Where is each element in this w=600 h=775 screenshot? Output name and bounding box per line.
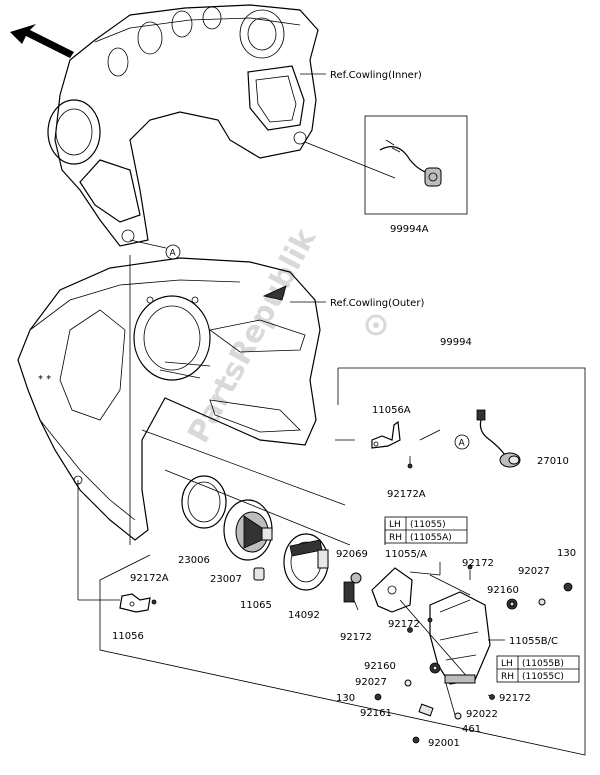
label-92172-b: 92172 (340, 632, 372, 643)
bracket-11055BC (429, 591, 491, 685)
label-92160-b: 92160 (364, 661, 396, 672)
label-130-b: 130 (336, 693, 355, 704)
label-11056A: 11056A (372, 405, 411, 416)
bracket-11055A (371, 567, 413, 613)
outer-cowling (17, 257, 321, 541)
grommet-11065 (253, 567, 265, 581)
side-table-bottom-lh-val: (11055B) (522, 659, 564, 669)
bulb-92069 (343, 572, 362, 611)
label-461: 461 (462, 724, 481, 735)
side-table-top-lh-val: (11055) (410, 520, 446, 530)
callout-a-lower-text: A (459, 439, 466, 449)
label-92022: 92022 (466, 709, 498, 720)
side-table-bottom-rh-val: (11055C) (522, 672, 564, 682)
side-table-top-lh-key: LH (389, 520, 401, 530)
rim-23006 (181, 475, 227, 529)
gear-watermark-icon (365, 314, 387, 336)
label-92027-b: 92027 (355, 677, 387, 688)
harness-99994A (379, 139, 442, 187)
bracket-11056 (119, 593, 157, 613)
side-table-top: LH (11055) RH (11055A) (384, 516, 468, 544)
label-ref-cowling-inner: Ref.Cowling(Inner) (330, 70, 422, 81)
callout-a-lower: A (454, 434, 470, 450)
socket-27010 (476, 409, 521, 468)
label-92172-d: 92172 (499, 693, 531, 704)
label-14092: 14092 (288, 610, 320, 621)
leader-lines (77, 73, 586, 756)
side-table-bottom-lh-key: LH (501, 659, 513, 669)
label-92160-a: 92160 (487, 585, 519, 596)
label-92069: 92069 (336, 549, 368, 560)
inner-cowling (47, 4, 319, 247)
cover-14092 (283, 533, 329, 591)
label-92027-a: 92027 (518, 566, 550, 577)
label-99994A: 99994A (390, 224, 429, 235)
label-11055A-slash: 11055/A (385, 549, 427, 560)
label-92161: 92161 (360, 708, 392, 719)
part-labels: Ref.Cowling(Inner) Ref.Cowling(Outer) 99… (112, 70, 576, 749)
label-92172-a: 92172 (462, 558, 494, 569)
label-92172A-left: 92172A (130, 573, 169, 584)
label-11065: 11065 (240, 600, 272, 611)
callout-a-upper: A (165, 244, 181, 260)
label-11056: 11056 (112, 631, 144, 642)
headlamp-23007 (223, 499, 273, 561)
label-99994: 99994 (440, 337, 472, 348)
side-table-bottom: LH (11055B) RH (11055C) (496, 655, 580, 683)
callout-a-upper-text: A (170, 249, 177, 259)
front-direction-arrow-icon (10, 24, 74, 58)
label-23007: 23007 (210, 574, 242, 585)
label-27010: 27010 (537, 456, 569, 467)
side-table-top-rh-val: (11055A) (410, 533, 452, 543)
label-92172-c: 92172 (388, 619, 420, 630)
label-11055BC: 11055B/C (509, 636, 558, 647)
bracket-11056A (371, 420, 413, 469)
label-23006: 23006 (178, 555, 210, 566)
asterisk-mark: * * (38, 374, 51, 385)
label-92172A-top: 92172A (387, 489, 426, 500)
label-92001: 92001 (428, 738, 460, 749)
label-130-a: 130 (557, 548, 576, 559)
side-table-top-rh-key: RH (389, 533, 402, 543)
label-ref-cowling-outer: Ref.Cowling(Outer) (330, 298, 424, 309)
side-table-bottom-rh-key: RH (501, 672, 514, 682)
fasteners (374, 564, 573, 744)
